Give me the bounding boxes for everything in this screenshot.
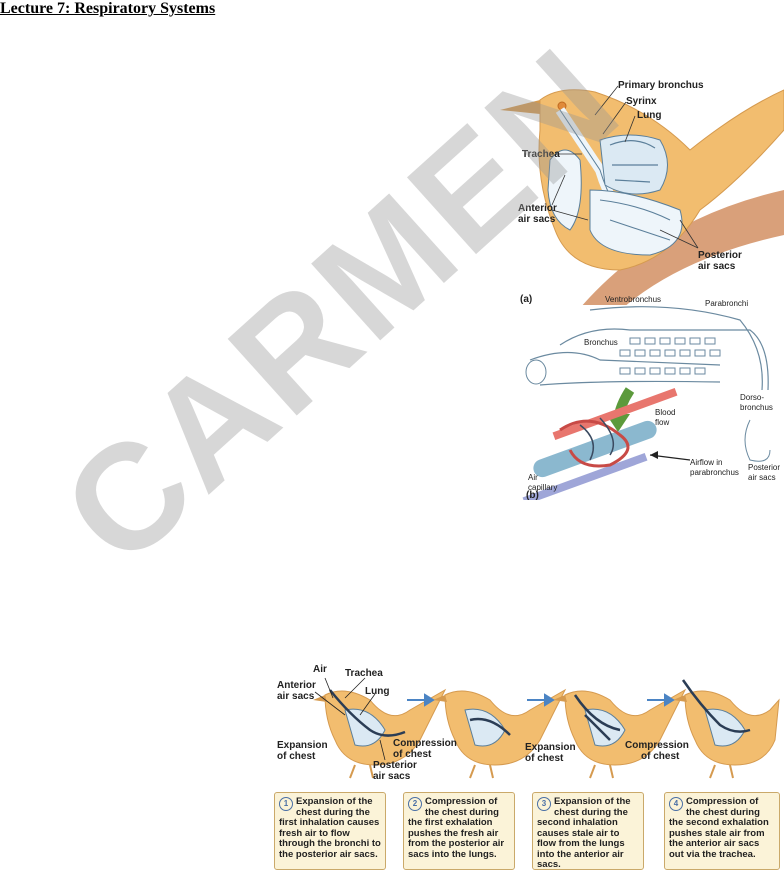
label-posterior-air-sacs: Posterior bbox=[698, 250, 742, 261]
figure-a-bird-anatomy: Primary bronchus Syrinx Lung Trachea Ant… bbox=[500, 80, 784, 305]
label-parabronchi: Parabronchi bbox=[705, 299, 748, 308]
figure-b-parabronchi: Ventrobronchus Parabronchi Bronchus Dors… bbox=[522, 295, 780, 500]
step-box-2: 2 Compression of the chest during the fi… bbox=[403, 792, 515, 870]
label-lung-c: Lung bbox=[365, 686, 389, 697]
label-anterior-air-sacs-c-2: air sacs bbox=[277, 691, 315, 702]
label-syrinx: Syrinx bbox=[626, 96, 657, 107]
step-text-4: Compression of the chest during the seco… bbox=[669, 796, 769, 860]
bird-stage-4 bbox=[673, 679, 780, 779]
label-trachea: Trachea bbox=[522, 149, 560, 160]
label-anterior-air-sacs: Anterior bbox=[518, 203, 557, 214]
label-posterior-air-sacs-b-2: air sacs bbox=[748, 473, 776, 482]
step-box-4: 4 Compression of the chest during the se… bbox=[664, 792, 780, 870]
figure-c-breathing-cycle: Air Trachea Lung Anterior air sacs Expan… bbox=[277, 664, 780, 782]
label-expansion-2-2: of chest bbox=[525, 753, 564, 764]
step-text-3: Expansion of the chest during the second… bbox=[537, 796, 631, 870]
label-anterior-air-sacs-2: air sacs bbox=[518, 214, 556, 225]
label-ventrobronchus: Ventrobronchus bbox=[605, 295, 661, 304]
label-blood-flow: Blood bbox=[655, 408, 675, 417]
label-trachea-c: Trachea bbox=[345, 668, 383, 679]
label-bronchus: Bronchus bbox=[584, 338, 618, 347]
label-compression-2: Compression bbox=[625, 740, 689, 751]
step-number-3: 3 bbox=[537, 797, 551, 811]
step-box-3: 3 Expansion of the chest during the seco… bbox=[532, 792, 644, 870]
label-dorsobronchus-2: bronchus bbox=[740, 403, 773, 412]
label-air-capillary: Air bbox=[528, 473, 538, 482]
label-airflow-parabronchus-2: parabronchus bbox=[690, 468, 739, 477]
label-air: Air bbox=[313, 664, 327, 675]
panel-a-label: (a) bbox=[520, 294, 532, 305]
label-anterior-air-sacs-c: Anterior bbox=[277, 680, 316, 691]
label-expansion-2: Expansion bbox=[525, 742, 576, 753]
step-number-1: 1 bbox=[279, 797, 293, 811]
label-expansion-1: Expansion bbox=[277, 740, 328, 751]
step-text-2: Compression of the chest during the firs… bbox=[408, 796, 505, 860]
label-air-capillary-2: capillary bbox=[528, 483, 557, 492]
parabronchi-grid bbox=[619, 337, 721, 375]
step-number-4: 4 bbox=[669, 797, 683, 811]
step-number-2: 2 bbox=[408, 797, 422, 811]
bird-stage-2 bbox=[433, 688, 567, 779]
label-blood-flow-2: flow bbox=[655, 418, 669, 427]
label-posterior-air-sacs-2: air sacs bbox=[698, 261, 736, 272]
label-posterior-air-sacs-b: Posterior bbox=[748, 463, 780, 472]
label-dorsobronchus: Dorso- bbox=[740, 393, 764, 402]
label-compression-1-2: of chest bbox=[393, 749, 432, 760]
label-posterior-air-sacs-c: Posterior bbox=[373, 760, 417, 771]
flow-arrows bbox=[407, 693, 675, 707]
panel-b-label: (b) bbox=[526, 490, 539, 500]
label-airflow-parabronchus: Airflow in bbox=[690, 458, 722, 467]
bird-stage-1 bbox=[313, 688, 447, 779]
label-primary-bronchus: Primary bronchus bbox=[618, 80, 704, 91]
step-text-1: Expansion of the chest during the first … bbox=[279, 796, 381, 860]
page-title: Lecture 7: Respiratory Systems bbox=[0, 0, 216, 17]
bird-stage-3 bbox=[553, 688, 687, 779]
label-compression-2-2: of chest bbox=[641, 751, 680, 762]
label-expansion-1-2: of chest bbox=[277, 751, 316, 762]
label-posterior-air-sacs-c-2: air sacs bbox=[373, 771, 411, 782]
step-box-1: 1 Expansion of the chest during the firs… bbox=[274, 792, 386, 870]
label-compression-1: Compression bbox=[393, 738, 457, 749]
label-lung: Lung bbox=[637, 110, 661, 121]
